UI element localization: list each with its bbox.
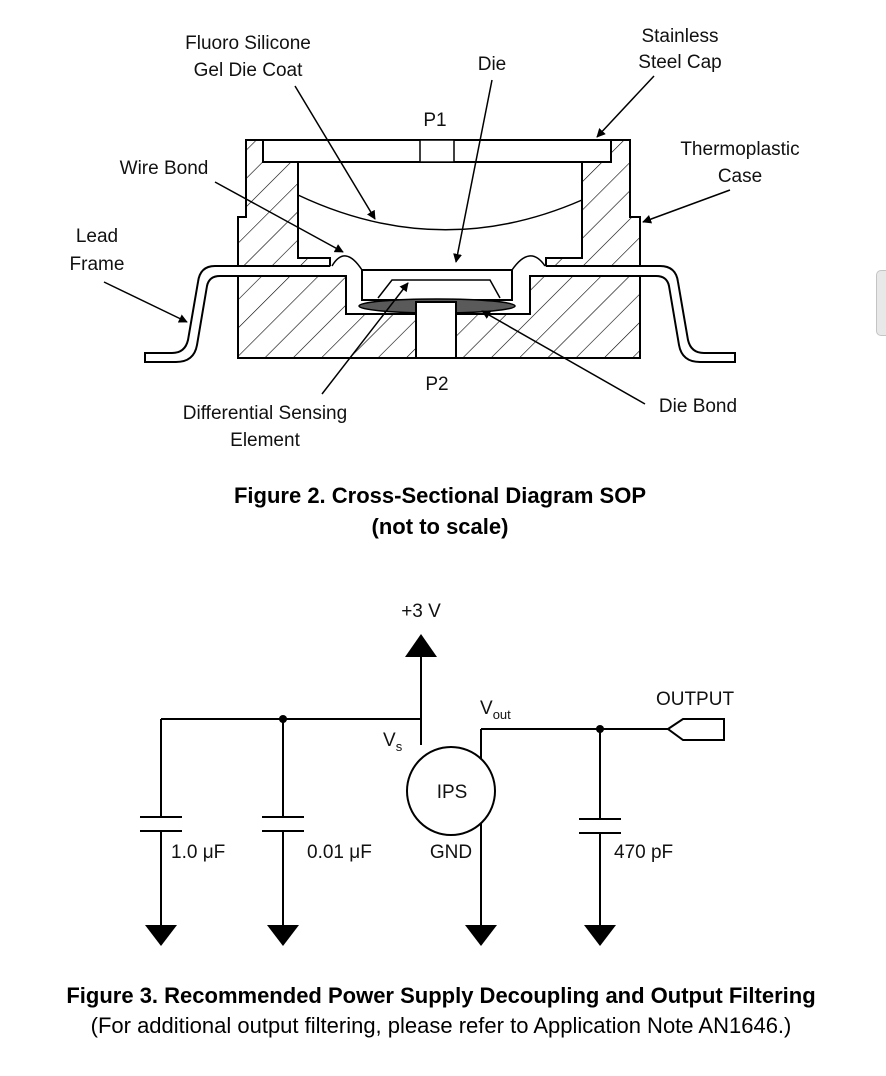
wire-bond-leader bbox=[214, 181, 344, 253]
gnd-label: GND bbox=[430, 842, 472, 863]
figure3-caption-subtitle: (For additional output filtering, please… bbox=[91, 1013, 792, 1038]
lead-label-1: Lead bbox=[76, 226, 118, 247]
fluoro-label-2: Gel Die Coat bbox=[194, 60, 303, 81]
die-bond-label: Die Bond bbox=[659, 396, 737, 417]
die-label: Die bbox=[478, 54, 507, 75]
p1-label: P1 bbox=[423, 110, 446, 131]
ips-sensor bbox=[406, 746, 496, 836]
wire-bond-left bbox=[331, 255, 363, 271]
lead-frame-right bbox=[530, 265, 736, 363]
gel-die-coat bbox=[297, 194, 583, 231]
stainless-label-1: Stainless bbox=[641, 26, 718, 47]
scrollbar-thumb[interactable] bbox=[876, 270, 886, 336]
supply-label: +3 V bbox=[401, 601, 441, 622]
lead-frame-left bbox=[144, 265, 346, 363]
c2-label: 0.01 μF bbox=[307, 842, 372, 863]
wire-bond-right bbox=[511, 255, 546, 271]
die-bond-leader bbox=[481, 310, 646, 405]
c3-label: 470 pF bbox=[614, 842, 673, 863]
ground-icon-c2 bbox=[267, 925, 299, 946]
ground-icon-c1 bbox=[145, 925, 177, 946]
supply-arrow bbox=[405, 634, 437, 657]
ground-icon-gnd bbox=[465, 925, 497, 946]
die-leader bbox=[453, 79, 493, 263]
diff-leader bbox=[321, 282, 409, 395]
lead-frame-leader bbox=[103, 281, 188, 323]
diff-label-1: Differential Sensing bbox=[183, 403, 347, 424]
p2-port bbox=[415, 301, 457, 359]
figure3-caption-title: Figure 3. Recommended Power Supply Decou… bbox=[66, 983, 815, 1008]
lead-label-2: Frame bbox=[70, 254, 125, 275]
c1-label: 1.0 μF bbox=[171, 842, 225, 863]
thermo-label-1: Thermoplastic bbox=[680, 139, 799, 160]
stainless-leader bbox=[596, 75, 655, 138]
figure2-caption-title: Figure 2. Cross-Sectional Diagram SOP bbox=[234, 483, 646, 508]
p2-label: P2 bbox=[425, 374, 448, 395]
decoupling-circuit: +3 V Vout OUTPUT Vs IPS GND 1.0 μF 0.01 … bbox=[140, 601, 734, 946]
die bbox=[361, 269, 513, 301]
output-connector bbox=[666, 718, 725, 741]
fluoro-label-1: Fluoro Silicone bbox=[185, 33, 311, 54]
wire-bond-label: Wire Bond bbox=[120, 158, 209, 179]
ground-icon-c3 bbox=[584, 925, 616, 946]
stainless-label-2: Steel Cap bbox=[638, 52, 721, 73]
cap-vent-hole bbox=[419, 139, 455, 163]
thermo-leader bbox=[642, 189, 731, 224]
vs-label: Vs bbox=[383, 730, 403, 754]
ips-label: IPS bbox=[437, 782, 468, 803]
output-label: OUTPUT bbox=[656, 689, 735, 710]
sensing-element bbox=[377, 279, 501, 299]
thermo-label-2: Case bbox=[718, 166, 762, 187]
fluoro-leader bbox=[294, 85, 376, 220]
figure2-caption-subtitle: (not to scale) bbox=[372, 514, 509, 539]
vout-label: Vout bbox=[480, 698, 511, 722]
diff-label-2: Element bbox=[230, 430, 300, 451]
cross-section-diagram: Fluoro Silicone Gel Die Coat Die Stainle… bbox=[70, 26, 800, 451]
